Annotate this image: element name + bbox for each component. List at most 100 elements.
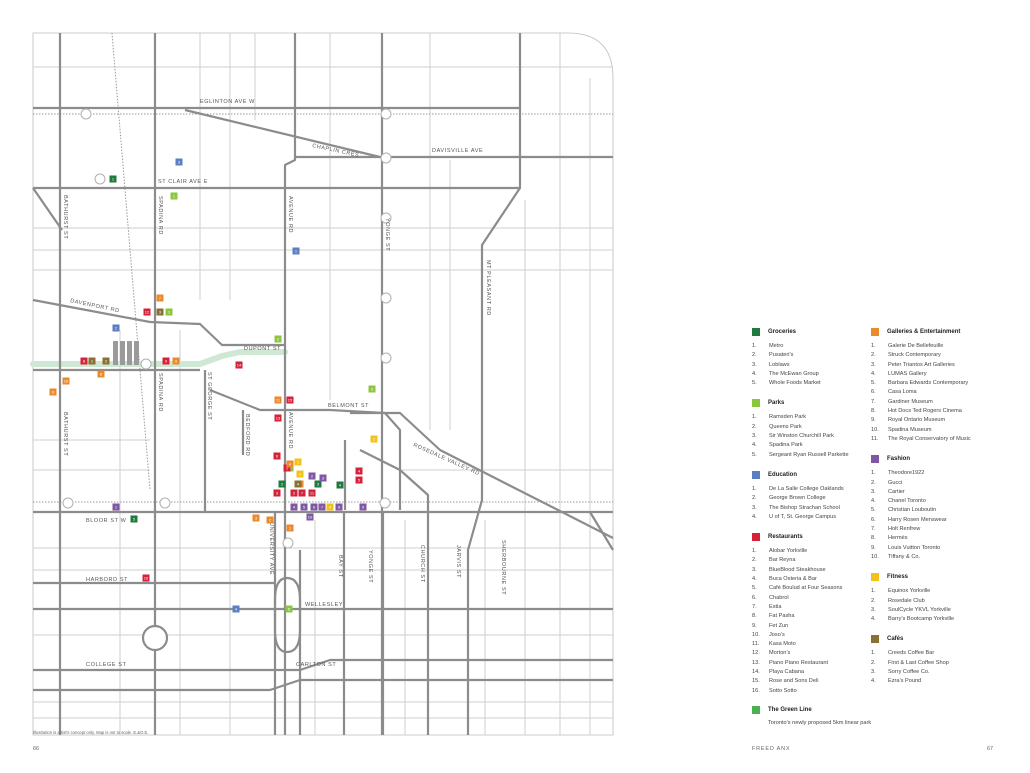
subway-icon [380,212,392,224]
pin-number: 6 [52,389,55,394]
legend-item: 2.Queens Park [752,423,870,432]
pin-fashion: 1 [112,503,120,511]
pin-number: 3 [276,490,279,495]
legend-swatch [871,635,879,644]
pin-marker [290,503,298,511]
legend-item-number: 3. [752,504,757,511]
subway-icon [140,358,152,370]
legend-item-label: Sotto Sotto [769,687,797,694]
legend-item: 2.Bar Reyna [752,556,870,565]
pin-number: 14 [237,362,242,367]
legend-item-number: 4. [871,370,876,377]
pin-number: 8 [100,371,103,376]
pin-marker [294,480,302,488]
legend-title: Groceries [768,329,797,335]
pin-marker [286,524,294,532]
pin-marker [165,308,173,316]
pin-restaurants: 12 [143,308,151,316]
legend-item-label: Fet Zun [769,622,789,629]
pin-marker [306,513,314,521]
pin-marker [296,470,304,478]
street-label: JARVIS ST [455,545,461,578]
legend-item-label: Buca Osteria & Bar [769,576,817,583]
pin-marker [235,361,243,369]
legend-item-number: 8. [752,613,757,620]
pin-fashion: 4 [290,503,298,511]
legend-item-label: Alobar Yorkville [769,548,808,555]
street-label: BATHURST ST [62,412,68,456]
pin-number: 11 [276,397,281,402]
legend-item-number: 9. [752,622,757,629]
pin-fashion: 9 [359,503,367,511]
legend-item-number: 13. [752,659,760,666]
legend-item-label: Spadina Museum [888,426,932,433]
pin-groceries: 2 [278,480,286,488]
pin-marker [49,388,57,396]
pin-fashion: 8 [335,503,343,511]
pin-galleries: 4 [286,460,294,468]
pin-galleries: 6 [49,388,57,396]
pin-restaurants: 6 [273,452,281,460]
pin-galleries: 2 [266,516,274,524]
legend-item-label: Café Boulud at Four Seasons [769,585,843,592]
pin-number: 2 [281,481,284,486]
legend-column-right: Galleries & Entertainment 1.Galerie De B… [871,326,989,696]
pin-groceries: 3 [314,480,322,488]
legend-item: 6.Chabrol [752,594,870,603]
legend-item: 8.Hermès [871,534,989,543]
pin-cafes: 4 [294,480,302,488]
pin-fitness: 1 [294,458,302,466]
legend-item-label: Fat Pasha [769,613,795,620]
legend-item-label: Peter Triantos Art Galleries [888,361,955,368]
pin-number: 4 [297,481,300,486]
pin-parks: 3 [368,385,376,393]
legend-item-number: 6. [752,594,757,601]
legend-title: Education [768,471,798,478]
minor-streets [33,33,613,735]
pin-number: 3 [322,475,325,480]
legend-item: 7.Estia [752,603,870,612]
legend-item: 2.First & Last Coffee Shop [871,659,989,668]
subway-icon [379,497,391,509]
street-label: SPADINA RD [157,373,163,412]
pin-marker [112,503,120,511]
pin-cafes: 2 [102,357,110,365]
street-label: COLLEGE ST [86,662,127,668]
pin-number: 5 [133,516,136,521]
pin-galleries: 11 [274,396,282,404]
pin-marker [102,357,110,365]
pin-number: 3 [178,159,181,164]
pin-number: 3 [255,515,258,520]
pin-number: 2 [105,358,108,363]
pin-number: 4 [339,482,342,487]
legend-item-label: Gardiner Museum [888,398,933,405]
legend-item-number: 16. [752,687,760,694]
pin-number: 1 [173,193,176,198]
pin-marker [156,308,164,316]
pin-number: 1 [112,176,115,181]
legend-item-label: Sergeant Ryan Russell Parkette [769,451,849,458]
subway-icon [62,497,74,509]
legend-item-number: 14. [752,669,760,676]
legend-item-number: 10. [871,426,879,433]
pin-number: 4 [293,504,296,509]
legend-item: 5.Whole Foods Market [752,379,870,388]
legend-item: 4.Spadina Park [752,441,870,450]
legend-item-number: 6. [871,389,876,396]
pin-fashion: 5 [300,503,308,511]
legend-item-label: Holt Renfrew [888,526,921,533]
pin-cafes: 3 [156,308,164,316]
pin-number: 2 [293,490,296,495]
legend-item: 4.LUMAS Gallery [871,370,989,379]
pin-restaurants: 15 [286,396,294,404]
pin-number: 2 [277,336,280,341]
pin-galleries: 7 [156,294,164,302]
legend-item: 14.Playa Cabana [752,668,870,677]
legend-item-number: 2. [752,423,757,430]
